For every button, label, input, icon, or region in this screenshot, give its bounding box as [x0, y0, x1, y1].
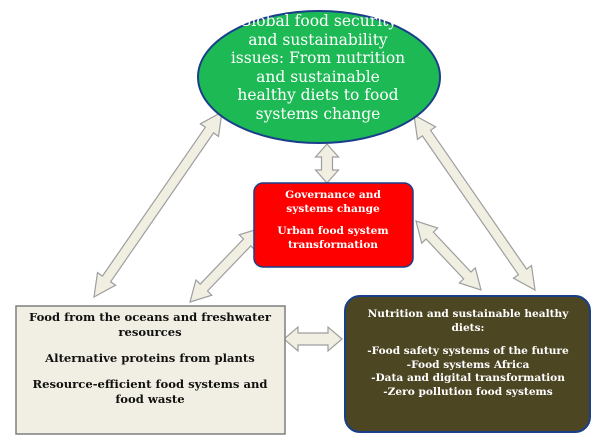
left-node-text: Food from the oceans and freshwater reso…	[18, 310, 282, 407]
left-node-line: Alternative proteins from plants	[45, 351, 255, 365]
middle-node-box	[253, 182, 414, 268]
left-node-line: resources	[118, 325, 182, 339]
arrow-left-to-middle-icon	[189, 227, 262, 303]
arrow-left-to-top-icon	[93, 110, 223, 299]
left-node-line: Food from the oceans and freshwater	[28, 310, 272, 324]
top-node-line: and sustainable	[256, 67, 380, 86]
arrow-top-to-middle-icon	[314, 143, 340, 184]
right-node-item: -Food systems Africa	[406, 358, 530, 371]
top-node-line: healthy diets to food	[237, 86, 399, 104]
top-node-line: systems change	[255, 104, 381, 123]
arrow-middle-to-right-icon	[415, 220, 482, 291]
right-node-item: -Food safety systems of the future	[367, 345, 569, 358]
arrow-left-to-right-icon	[283, 325, 343, 353]
right-node-item: -Data and digital transformation	[371, 372, 565, 385]
top-node-line: and sustainability	[248, 30, 388, 49]
left-node-box	[15, 305, 286, 435]
right-node-title: Nutrition and sustainable healthy	[367, 308, 569, 320]
left-node-line: food waste	[115, 392, 185, 406]
middle-node-text: Governance and systems change Urban food…	[256, 188, 410, 252]
arrow-right-to-top-icon	[413, 113, 536, 292]
arrows-layer	[93, 110, 536, 353]
right-node-item: -Zero pollution food systems	[383, 385, 553, 398]
top-node-ellipse	[197, 10, 441, 144]
top-node-line: issues: From nutrition	[230, 49, 406, 67]
middle-node-line: systems change	[286, 203, 380, 215]
middle-node-line: transformation	[288, 239, 378, 251]
top-node-line: Global food security	[238, 12, 398, 30]
right-node-text: Nutrition and sustainable healthy diets:…	[350, 308, 586, 400]
middle-node-line: Urban food system	[277, 225, 389, 237]
left-node-line: Resource-efficient food systems and	[32, 377, 268, 391]
right-node-title: diets:	[451, 321, 485, 334]
middle-node-line: Governance and	[285, 189, 381, 201]
right-node-box	[344, 295, 591, 433]
